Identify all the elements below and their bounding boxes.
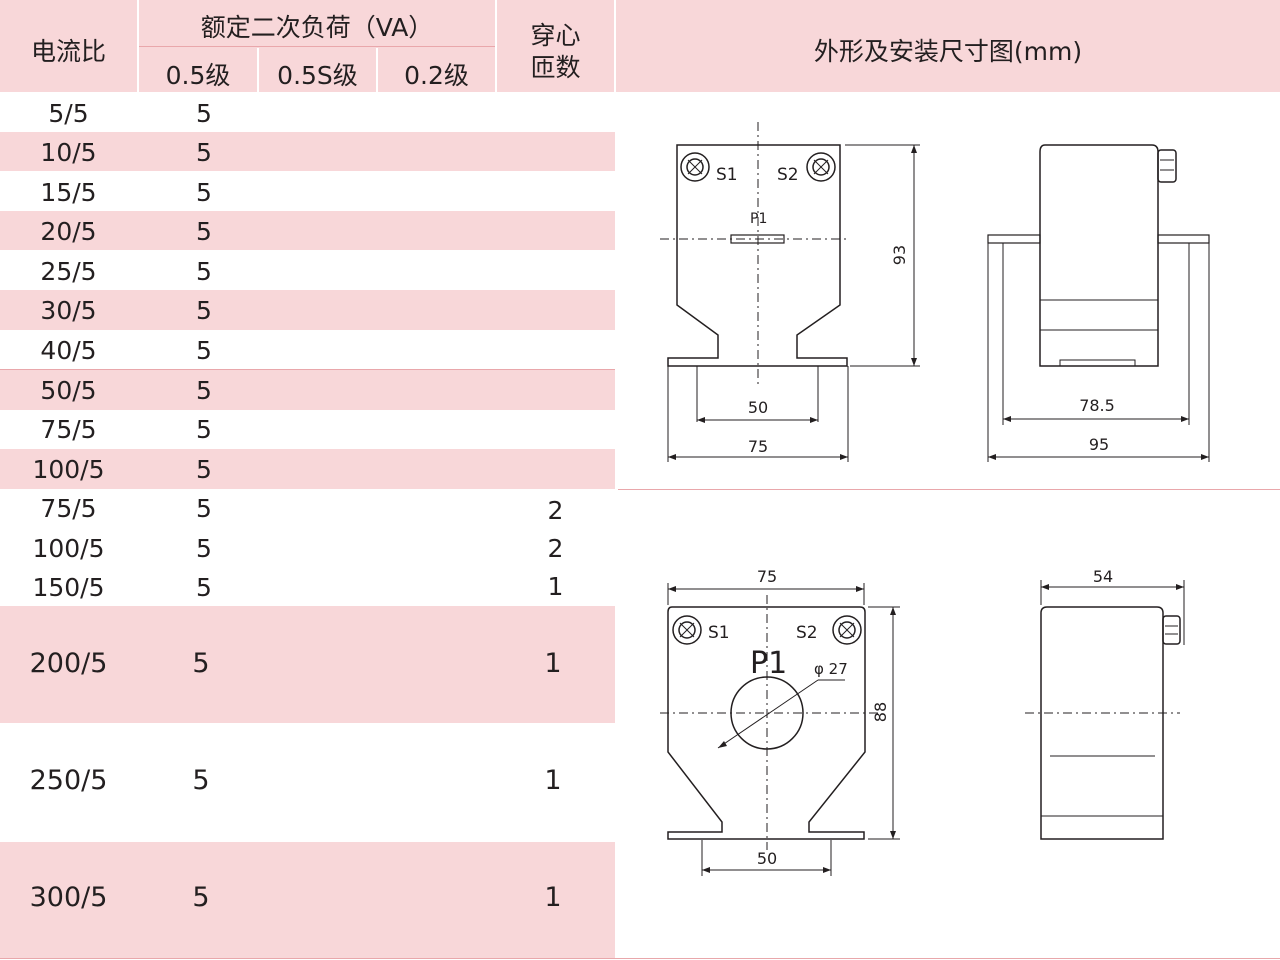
label-s1: S1 (716, 165, 738, 185)
col-divider (614, 0, 616, 92)
cell-class-05: 5 (196, 178, 212, 207)
cell-ratio: 100/5 (32, 455, 105, 484)
row-band (0, 211, 615, 250)
cell-ratio: 10/5 (40, 138, 97, 167)
ct-front-outline-2 (667, 606, 866, 840)
cell-class-05: 5 (196, 415, 212, 444)
row-band (0, 449, 615, 489)
section-divider (618, 489, 1280, 490)
header-class-02: 0.2级 (404, 61, 469, 90)
cell-ratio: 150/5 (32, 573, 105, 602)
terminal-s1-icon (680, 152, 710, 182)
dim-hole-diameter: φ 27 (814, 660, 848, 678)
terminal-s2-icon (832, 615, 862, 645)
dim-height: 93 (890, 245, 909, 265)
cell-class-05: 5 (196, 138, 212, 167)
header-turns-line2: 匝数 (530, 53, 581, 82)
cell-turns: 2 (547, 496, 564, 525)
label-s1: S1 (708, 623, 730, 643)
col-divider (257, 48, 259, 960)
cell-class-05: 5 (192, 765, 210, 796)
cell-class-05: 5 (196, 336, 212, 365)
dim-top-width: 75 (757, 567, 777, 586)
header-class-05: 0.5级 (165, 61, 231, 90)
cell-ratio: 300/5 (29, 882, 108, 913)
cell-class-05: 5 (192, 882, 210, 913)
dim-inner-width: 50 (748, 398, 768, 417)
cell-class-05: 5 (196, 376, 212, 405)
dim-side-outer: 95 (1089, 435, 1109, 454)
dim-height-2: 88 (871, 702, 890, 722)
bottom-border (0, 958, 1280, 959)
cell-ratio: 25/5 (40, 257, 97, 286)
cell-ratio: 20/5 (40, 217, 97, 246)
cell-ratio: 30/5 (40, 296, 97, 325)
row-band (0, 369, 615, 410)
label-p1-large: P1 (750, 646, 787, 681)
dim-side-width: 54 (1093, 567, 1113, 586)
cell-class-05: 5 (196, 573, 212, 602)
header-class-05s: 0.5S级 (277, 61, 358, 90)
dim-outer-width: 75 (748, 437, 768, 456)
header-turns-line1: 穿心 (530, 21, 581, 50)
cell-class-05: 5 (196, 217, 212, 246)
cell-turns: 1 (544, 765, 562, 796)
header-ratio: 电流比 (30, 37, 106, 66)
cell-class-05: 5 (196, 455, 212, 484)
cell-class-05: 5 (196, 99, 212, 128)
cell-turns: 1 (544, 648, 562, 679)
ct-front-outline (667, 144, 848, 367)
cell-ratio: 50/5 (40, 376, 97, 405)
ct-side-outline-2 (1040, 606, 1164, 840)
col-divider (376, 48, 378, 960)
cell-turns: 1 (544, 882, 562, 913)
row-band (0, 132, 615, 171)
cell-ratio: 15/5 (40, 178, 97, 207)
terminal-screw-icon (1157, 149, 1177, 183)
label-s2: S2 (777, 165, 799, 185)
dim-bottom-width: 50 (757, 849, 777, 868)
row-band (0, 842, 615, 958)
cell-ratio: 5/5 (48, 99, 89, 128)
cell-turns: 2 (547, 534, 564, 563)
cell-ratio: 75/5 (40, 494, 97, 523)
cell-class-05: 5 (196, 257, 212, 286)
header-drawing: 外形及安装尺寸图(mm) (813, 37, 1083, 66)
row-band (0, 606, 615, 723)
cell-ratio: 40/5 (40, 336, 97, 365)
cell-class-05: 5 (192, 648, 210, 679)
header-burden: 额定二次负荷（VA） (200, 13, 434, 42)
label-p1: P1 (750, 211, 767, 227)
cell-ratio: 200/5 (29, 648, 108, 679)
terminal-s2-icon (806, 152, 836, 182)
cell-class-05: 5 (196, 494, 212, 523)
terminal-screw-icon (1162, 615, 1181, 645)
dim-side-inner: 78.5 (1079, 396, 1115, 415)
cell-turns: 1 (547, 572, 564, 601)
ct-side-outline (1039, 144, 1159, 367)
cell-class-05: 5 (196, 534, 212, 563)
header-subline (139, 46, 495, 47)
row-band (0, 290, 615, 330)
cell-ratio: 100/5 (32, 534, 105, 563)
cell-ratio: 75/5 (40, 415, 97, 444)
cell-ratio: 250/5 (29, 765, 108, 796)
label-s2: S2 (796, 623, 818, 643)
cell-class-05: 5 (196, 296, 212, 325)
terminal-s1-icon (672, 615, 702, 645)
